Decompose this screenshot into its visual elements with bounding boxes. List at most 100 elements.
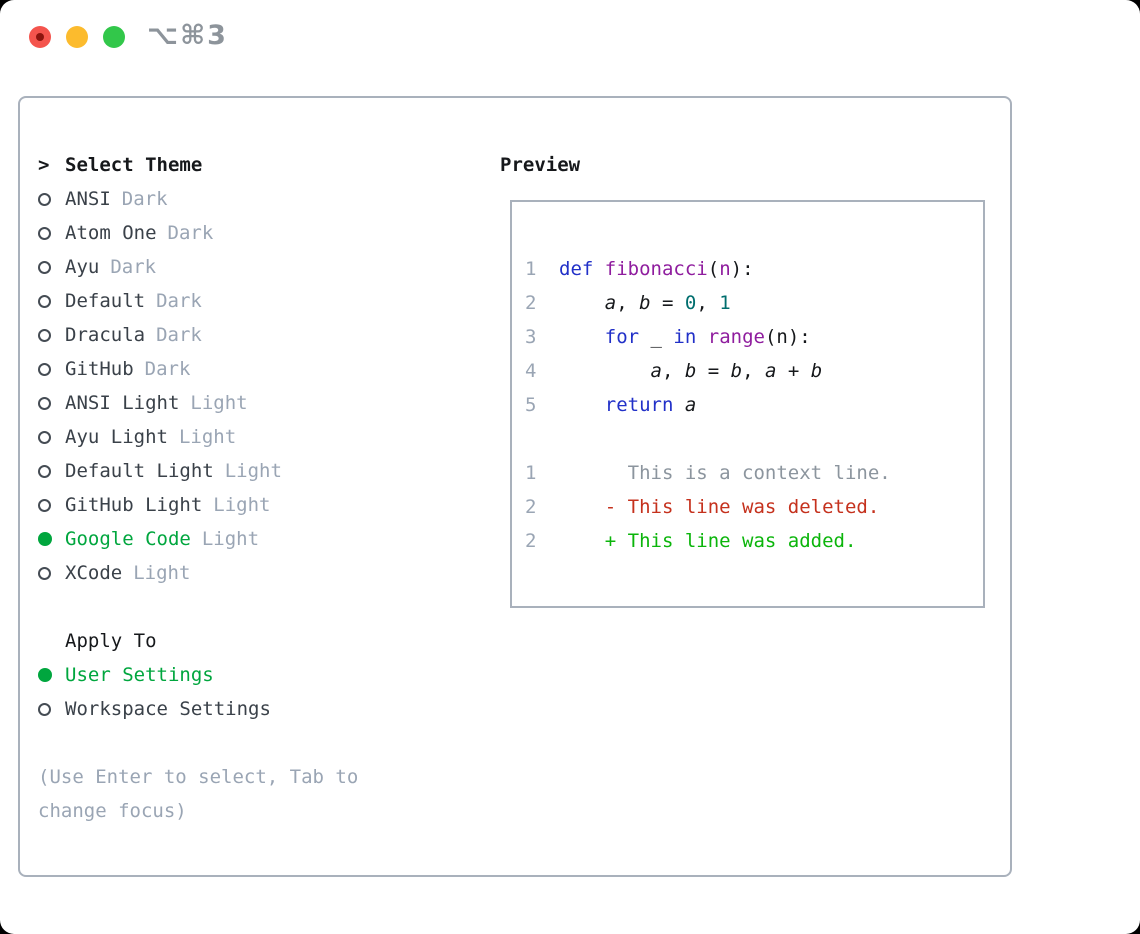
theme-name: Ayu Light [65, 426, 168, 448]
token-pl: , [661, 360, 685, 382]
apply-to-header-row: Apply To [38, 624, 271, 658]
radio-icon [38, 192, 51, 206]
theme-variant: Dark [121, 188, 168, 210]
radio-icon [38, 702, 51, 716]
code-line: 1 def fibonacci(n): [525, 252, 983, 286]
apply-option-label: User Settings [65, 664, 214, 686]
radio-column [38, 362, 65, 376]
radio-icon [38, 226, 51, 240]
diff-line-added: 2 + This line was added. [525, 524, 983, 558]
code-content: return a [559, 394, 697, 416]
code-content: a, b = b, a + b [559, 360, 823, 382]
code-line: 2 a, b = 0, 1 [525, 286, 983, 320]
theme-option[interactable]: Dracula Dark [38, 318, 282, 352]
token-kw: return [604, 394, 674, 416]
token-va: a [764, 360, 777, 382]
minimize-button-icon[interactable] [66, 26, 88, 48]
token-pl: , [742, 360, 765, 382]
token-va: b [684, 360, 697, 382]
radio-selected-icon [38, 532, 52, 546]
token-pl [559, 292, 605, 314]
radio-icon [38, 498, 51, 512]
radio-column [38, 192, 65, 206]
close-button-icon[interactable] [29, 26, 51, 48]
preview-title: Preview [500, 154, 581, 176]
apply-option[interactable]: Workspace Settings [38, 692, 271, 726]
token-pl: = [696, 360, 731, 382]
token-pl [696, 326, 707, 348]
theme-variant: Dark [110, 256, 157, 278]
token-va: b [730, 360, 743, 382]
token-pl: + [776, 360, 811, 382]
token-pl [673, 394, 684, 416]
theme-variant: Dark [156, 290, 202, 312]
theme-variant: Light [201, 528, 260, 550]
theme-list-title: Select Theme [65, 154, 203, 176]
token-pl: ): [730, 258, 754, 280]
code-content: a, b = 0, 1 [559, 292, 731, 314]
diff-line-context: 1 This is a context line. [525, 456, 983, 490]
cursor-icon: > [38, 154, 50, 176]
radio-icon [38, 362, 51, 376]
token-pl: , [616, 292, 640, 314]
line-number: 2 [525, 496, 537, 518]
apply-option-label: Workspace Settings [65, 698, 271, 720]
theme-name: Atom One [65, 222, 157, 244]
theme-name: ANSI [65, 188, 111, 210]
token-va: a [650, 360, 662, 382]
theme-variant: Dark [144, 358, 191, 380]
radio-column [38, 328, 65, 342]
radio-icon [38, 294, 51, 308]
radio-icon [38, 464, 51, 478]
diff-content: + This line was added. [559, 530, 857, 552]
token-va: b [639, 292, 651, 314]
theme-variant: Dark [156, 324, 202, 346]
apply-option[interactable]: User Settings [38, 658, 271, 692]
theme-name: ANSI Light [65, 392, 180, 414]
diff-preview: 1 This is a context line.2 - This line w… [525, 456, 983, 558]
line-number: 1 [525, 462, 537, 484]
theme-name: Dracula [65, 324, 146, 346]
theme-variant: Light [133, 562, 191, 584]
token-va: b [810, 360, 823, 382]
radio-icon [38, 566, 51, 580]
token-pl: = [650, 292, 685, 314]
theme-name: XCode [65, 562, 123, 584]
token-kw: in [673, 326, 697, 348]
theme-name: GitHub Light [65, 494, 203, 516]
theme-option[interactable]: XCode Light [38, 556, 282, 590]
line-number: 1 [525, 258, 537, 280]
traffic-lights [29, 26, 125, 48]
code-content: def fibonacci(n): [559, 258, 754, 280]
apply-to-title: Apply To [65, 630, 157, 652]
theme-option[interactable]: ANSI Dark [38, 182, 282, 216]
token-pl: (n): [764, 326, 811, 348]
preview-blank-line [525, 422, 983, 456]
radio-column [38, 464, 65, 478]
radio-column [38, 498, 65, 512]
radio-selected-icon [38, 668, 52, 682]
token-pl [559, 326, 605, 348]
zoom-button-icon[interactable] [103, 26, 125, 48]
radio-column [38, 702, 65, 716]
line-number: 4 [525, 360, 537, 382]
token-pl [559, 360, 651, 382]
token-pl [593, 258, 604, 280]
radio-column [38, 260, 65, 274]
line-number: 5 [525, 394, 537, 416]
radio-column [38, 294, 65, 308]
radio-column [38, 226, 65, 240]
token-pl: , [696, 292, 720, 314]
